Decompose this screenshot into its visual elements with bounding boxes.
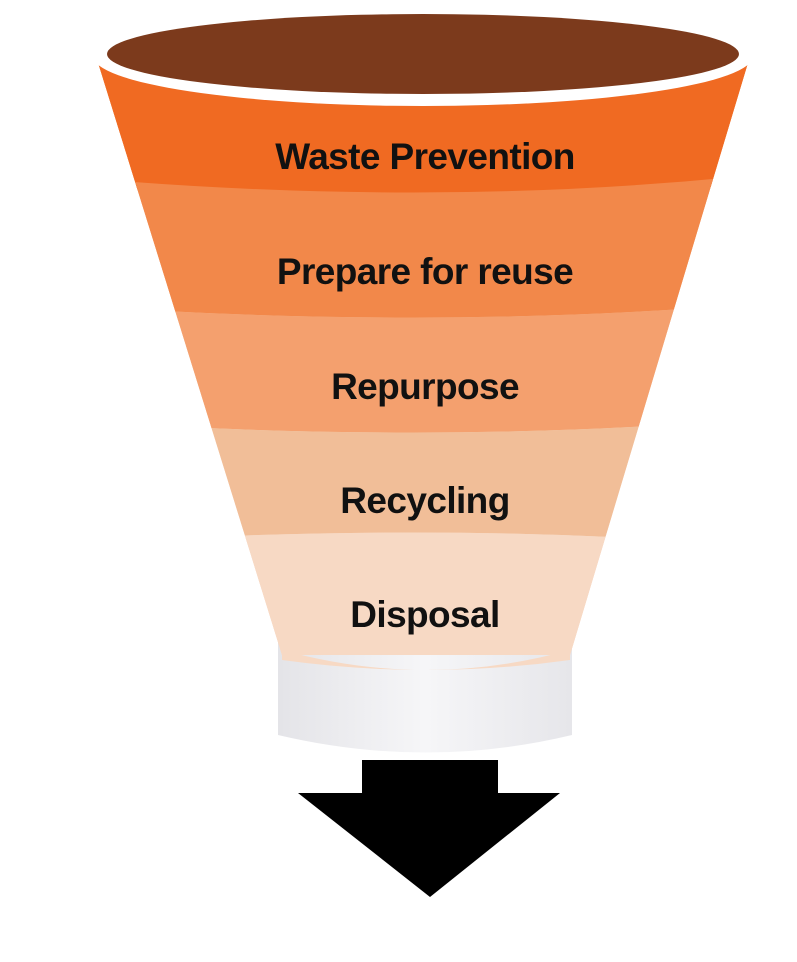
funnel-rim — [93, 6, 753, 106]
level-label-prepare-for-reuse: Prepare for reuse — [277, 251, 573, 292]
level-label-disposal: Disposal — [350, 594, 499, 635]
level-label-waste-prevention: Waste Prevention — [275, 136, 575, 177]
funnel-spout — [278, 640, 572, 753]
level-label-recycling: Recycling — [340, 480, 509, 521]
level-label-repurpose: Repurpose — [331, 366, 519, 407]
down-arrow-icon — [298, 760, 560, 897]
funnel-labels: Waste Prevention Prepare for reuse Repur… — [275, 136, 575, 635]
